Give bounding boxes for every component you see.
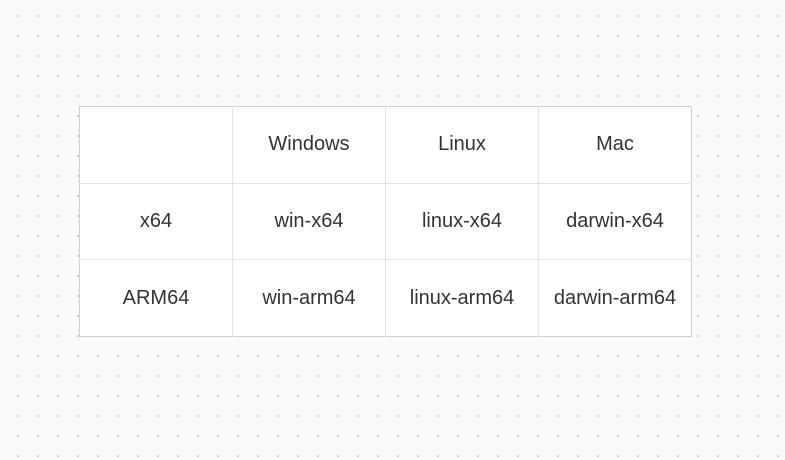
table-row-arm64: ARM64 win-arm64 linux-arm64 darwin-arm64 (79, 259, 692, 337)
column-header-windows[interactable]: Windows (232, 106, 386, 184)
row-header-x64[interactable]: x64 (79, 182, 233, 261)
table-row-x64: x64 win-x64 linux-x64 darwin-x64 (79, 182, 692, 261)
column-header-mac[interactable]: Mac (538, 106, 692, 184)
platform-architecture-table[interactable]: Windows Linux Mac x64 win-x64 linux-x64 … (79, 106, 692, 337)
table-header-row: Windows Linux Mac (79, 106, 692, 184)
corner-cell[interactable] (79, 106, 233, 184)
cell-win-x64[interactable]: win-x64 (232, 182, 386, 261)
column-header-linux[interactable]: Linux (385, 106, 539, 184)
cell-linux-x64[interactable]: linux-x64 (385, 182, 539, 261)
cell-linux-arm64[interactable]: linux-arm64 (385, 259, 539, 337)
cell-win-arm64[interactable]: win-arm64 (232, 259, 386, 337)
cell-darwin-x64[interactable]: darwin-x64 (538, 182, 692, 261)
row-header-arm64[interactable]: ARM64 (79, 259, 233, 337)
cell-darwin-arm64[interactable]: darwin-arm64 (538, 259, 692, 337)
